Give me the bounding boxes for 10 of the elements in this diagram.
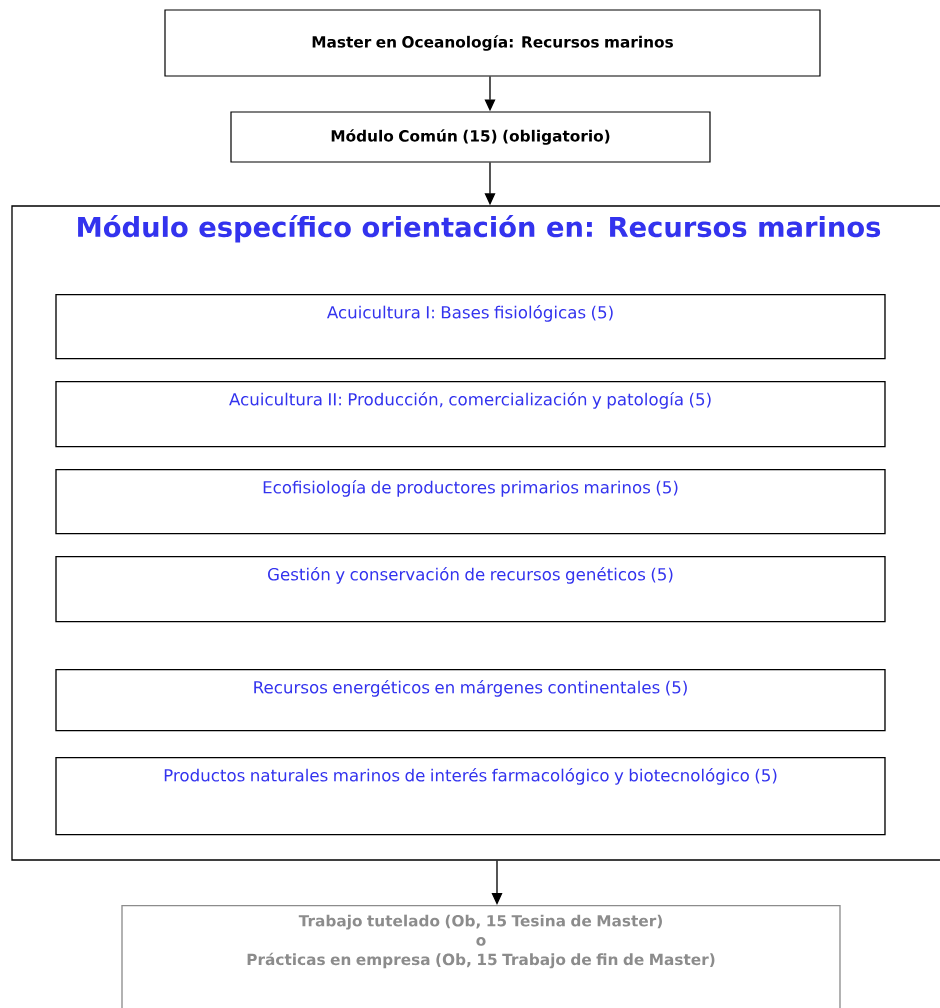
arrow (491, 860, 503, 905)
outcome-box: Trabajo tutelado (Ob, 15 Tesina de Master) o Prácticas en empresa (Ob, 15 Trabajo de fin de Master) (121, 905, 841, 1008)
course-box: Productos naturales marinos de interés farmacológico y biotecnológico (5) (55, 757, 886, 836)
course-box: Gestión y conservación de recursos genéticos (5) (55, 556, 886, 623)
module-box: Módulo Común (15) (obligatorio) (230, 111, 711, 163)
course-box: Acuicultura II: Producción, comercialización y patología (5) (55, 381, 886, 448)
course-box: Acuicultura I: Bases fisiológicas (5) (55, 294, 886, 360)
course-box: Ecofisiología de productores primarios marinos (5) (55, 469, 886, 535)
course-box: Recursos energéticos en márgenes continentales (5) (55, 669, 886, 732)
title-box: Master en Oceanología: Recursos marinos (164, 9, 821, 77)
